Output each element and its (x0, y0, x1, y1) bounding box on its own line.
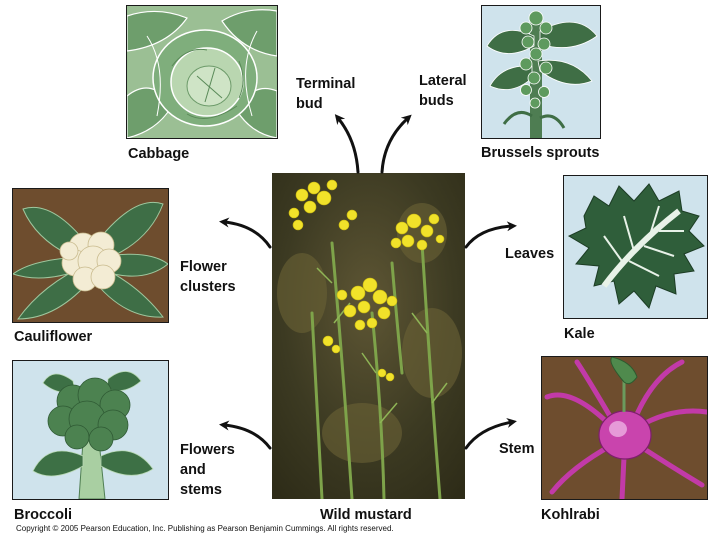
label-leaves: Leaves (505, 244, 554, 264)
label-lateral-buds: Lateral buds (419, 71, 467, 111)
broccoli-image (12, 360, 169, 500)
label-cauliflower: Cauliflower (14, 328, 92, 346)
arrow-terminal-bud (338, 118, 358, 172)
label-flowers-and-stems-line1: Flowers (180, 440, 235, 460)
cauliflower-drawing (13, 189, 168, 322)
cabbage-image (126, 5, 278, 139)
label-brussels-sprouts: Brussels sprouts (481, 144, 599, 162)
label-kohlrabi: Kohlrabi (541, 506, 600, 524)
label-lateral-buds-line1: Lateral (419, 71, 467, 91)
label-cabbage: Cabbage (128, 145, 189, 163)
label-flowers-and-stems-line2: and (180, 460, 235, 480)
wild-mustard-photo (272, 173, 465, 499)
label-broccoli: Broccoli (14, 506, 72, 524)
label-stem-line1: Stem (499, 439, 534, 459)
label-flowers-and-stems-line3: stems (180, 480, 235, 500)
label-flower-clusters: Flower clusters (180, 257, 236, 297)
broccoli-drawing (13, 361, 168, 499)
label-terminal-bud-line2: bud (296, 94, 355, 114)
label-flower-clusters-line1: Flower (180, 257, 236, 277)
kale-image (563, 175, 708, 319)
label-wild-mustard: Wild mustard (320, 506, 412, 524)
label-lateral-buds-line2: buds (419, 91, 467, 111)
kohlrabi-image (541, 356, 708, 500)
label-terminal-bud: Terminal bud (296, 74, 355, 114)
label-stem: Stem (499, 439, 534, 459)
label-terminal-bud-line1: Terminal (296, 74, 355, 94)
brussels-sprouts-drawing (482, 6, 600, 138)
kohlrabi-drawing (542, 357, 707, 499)
label-flowers-and-stems: Flowers and stems (180, 440, 235, 500)
label-kale: Kale (564, 325, 595, 343)
cabbage-drawing (127, 6, 277, 138)
wild-mustard-drawing (272, 173, 465, 499)
cauliflower-image (12, 188, 169, 323)
arrow-lateral-buds (382, 118, 408, 172)
brussels-sprouts-image (481, 5, 601, 139)
kale-drawing (564, 176, 707, 318)
arrow-flower-clusters (224, 222, 270, 247)
label-flower-clusters-line2: clusters (180, 277, 236, 297)
label-leaves-line1: Leaves (505, 244, 554, 264)
copyright-notice: Copyright © 2005 Pearson Education, Inc.… (16, 524, 394, 533)
